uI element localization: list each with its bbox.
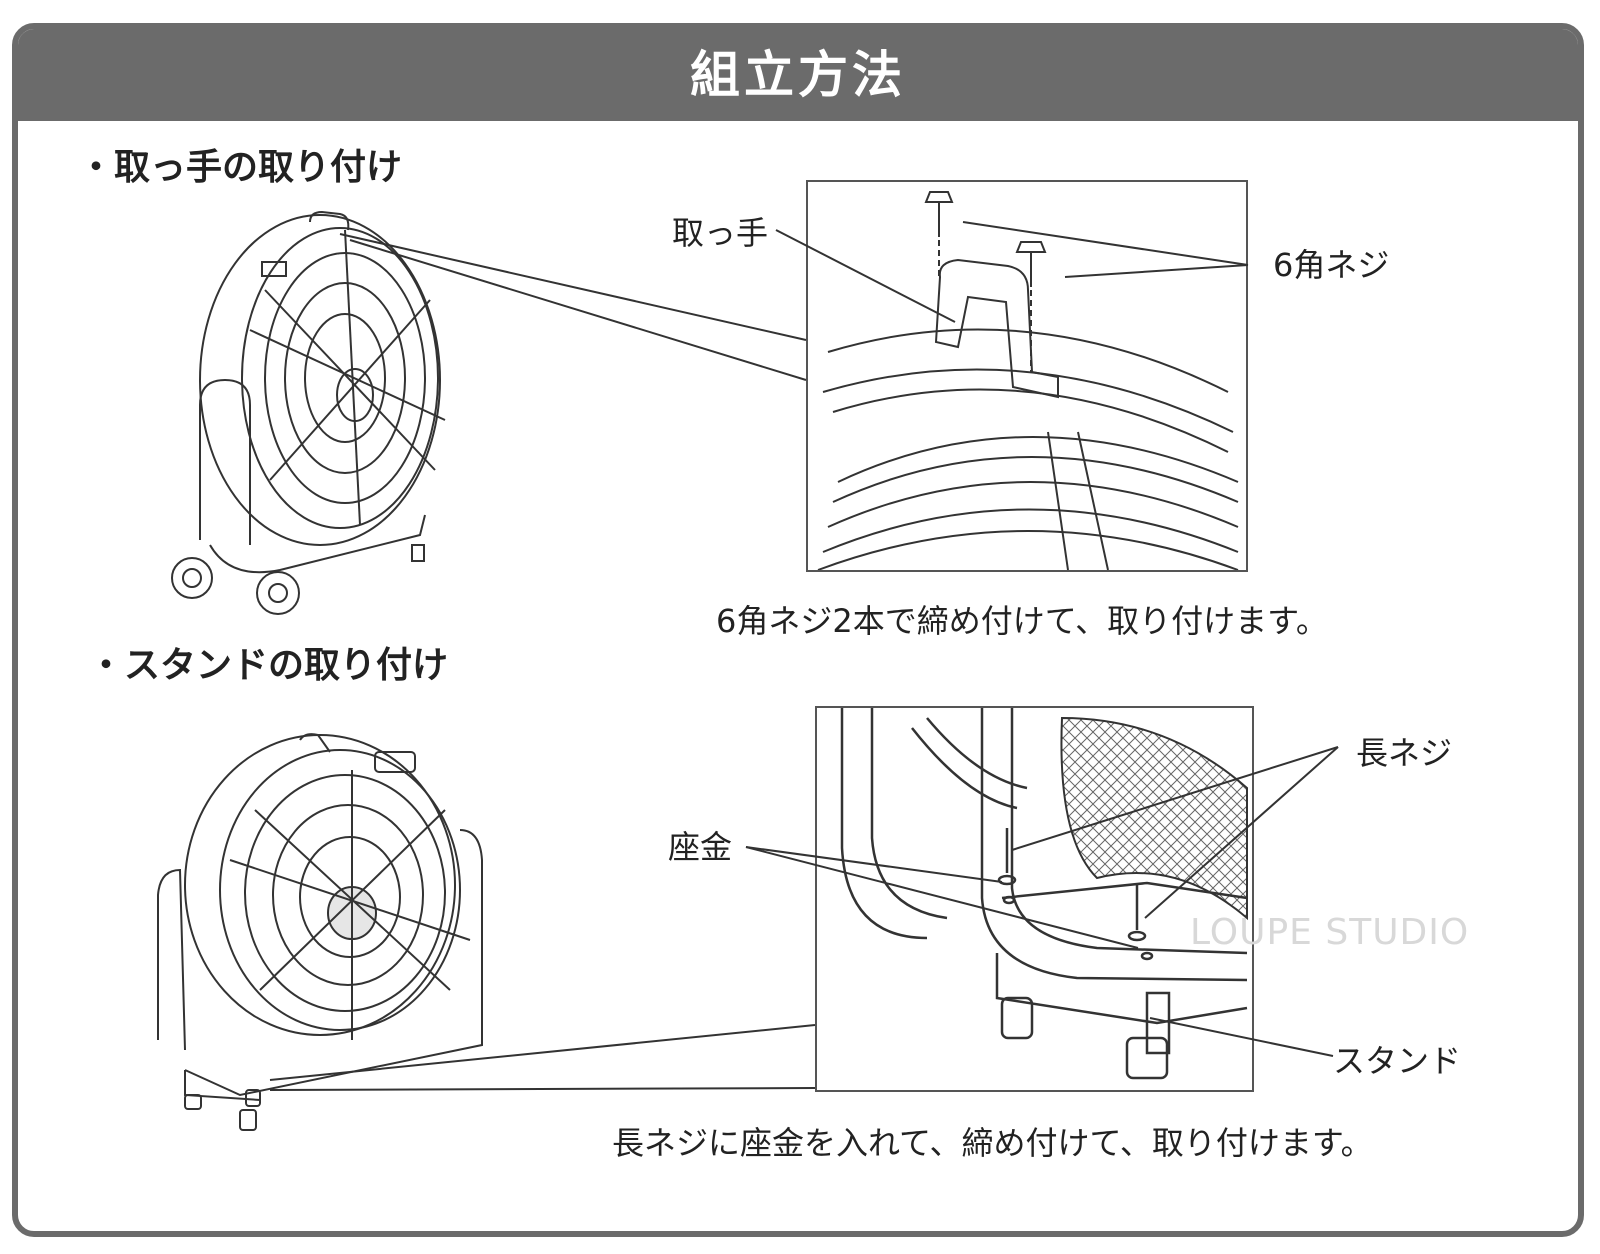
instruction-panel: 組立方法 [12, 23, 1584, 1237]
label-handle: 取っ手 [672, 214, 769, 252]
watermark: LOUPE STUDIO [1190, 912, 1470, 953]
handle-detail-illustration [817, 191, 1239, 570]
label-washer: 座金 [668, 828, 733, 866]
label-hex-bolt: 6角ネジ [1273, 246, 1390, 284]
page-title: 組立方法 [18, 29, 1578, 121]
caption-stand: 長ネジに座金を入れて、締め付けて、取り付けます。 [612, 1124, 1373, 1162]
fan-with-stand-illustration [157, 733, 483, 1131]
handle-detail-box [806, 180, 1248, 572]
label-long-screw: 長ネジ [1356, 734, 1453, 772]
caption-handle: 6角ネジ2本で締め付けて、取り付けます。 [716, 602, 1328, 640]
section-heading-stand: ・スタンドの取り付け [88, 645, 449, 686]
section-heading-handle: ・取っ手の取り付け [78, 147, 403, 188]
label-stand: スタンド [1333, 1042, 1462, 1080]
stand-detail-box [815, 706, 1254, 1092]
fan-with-wheels-illustration [171, 210, 446, 615]
